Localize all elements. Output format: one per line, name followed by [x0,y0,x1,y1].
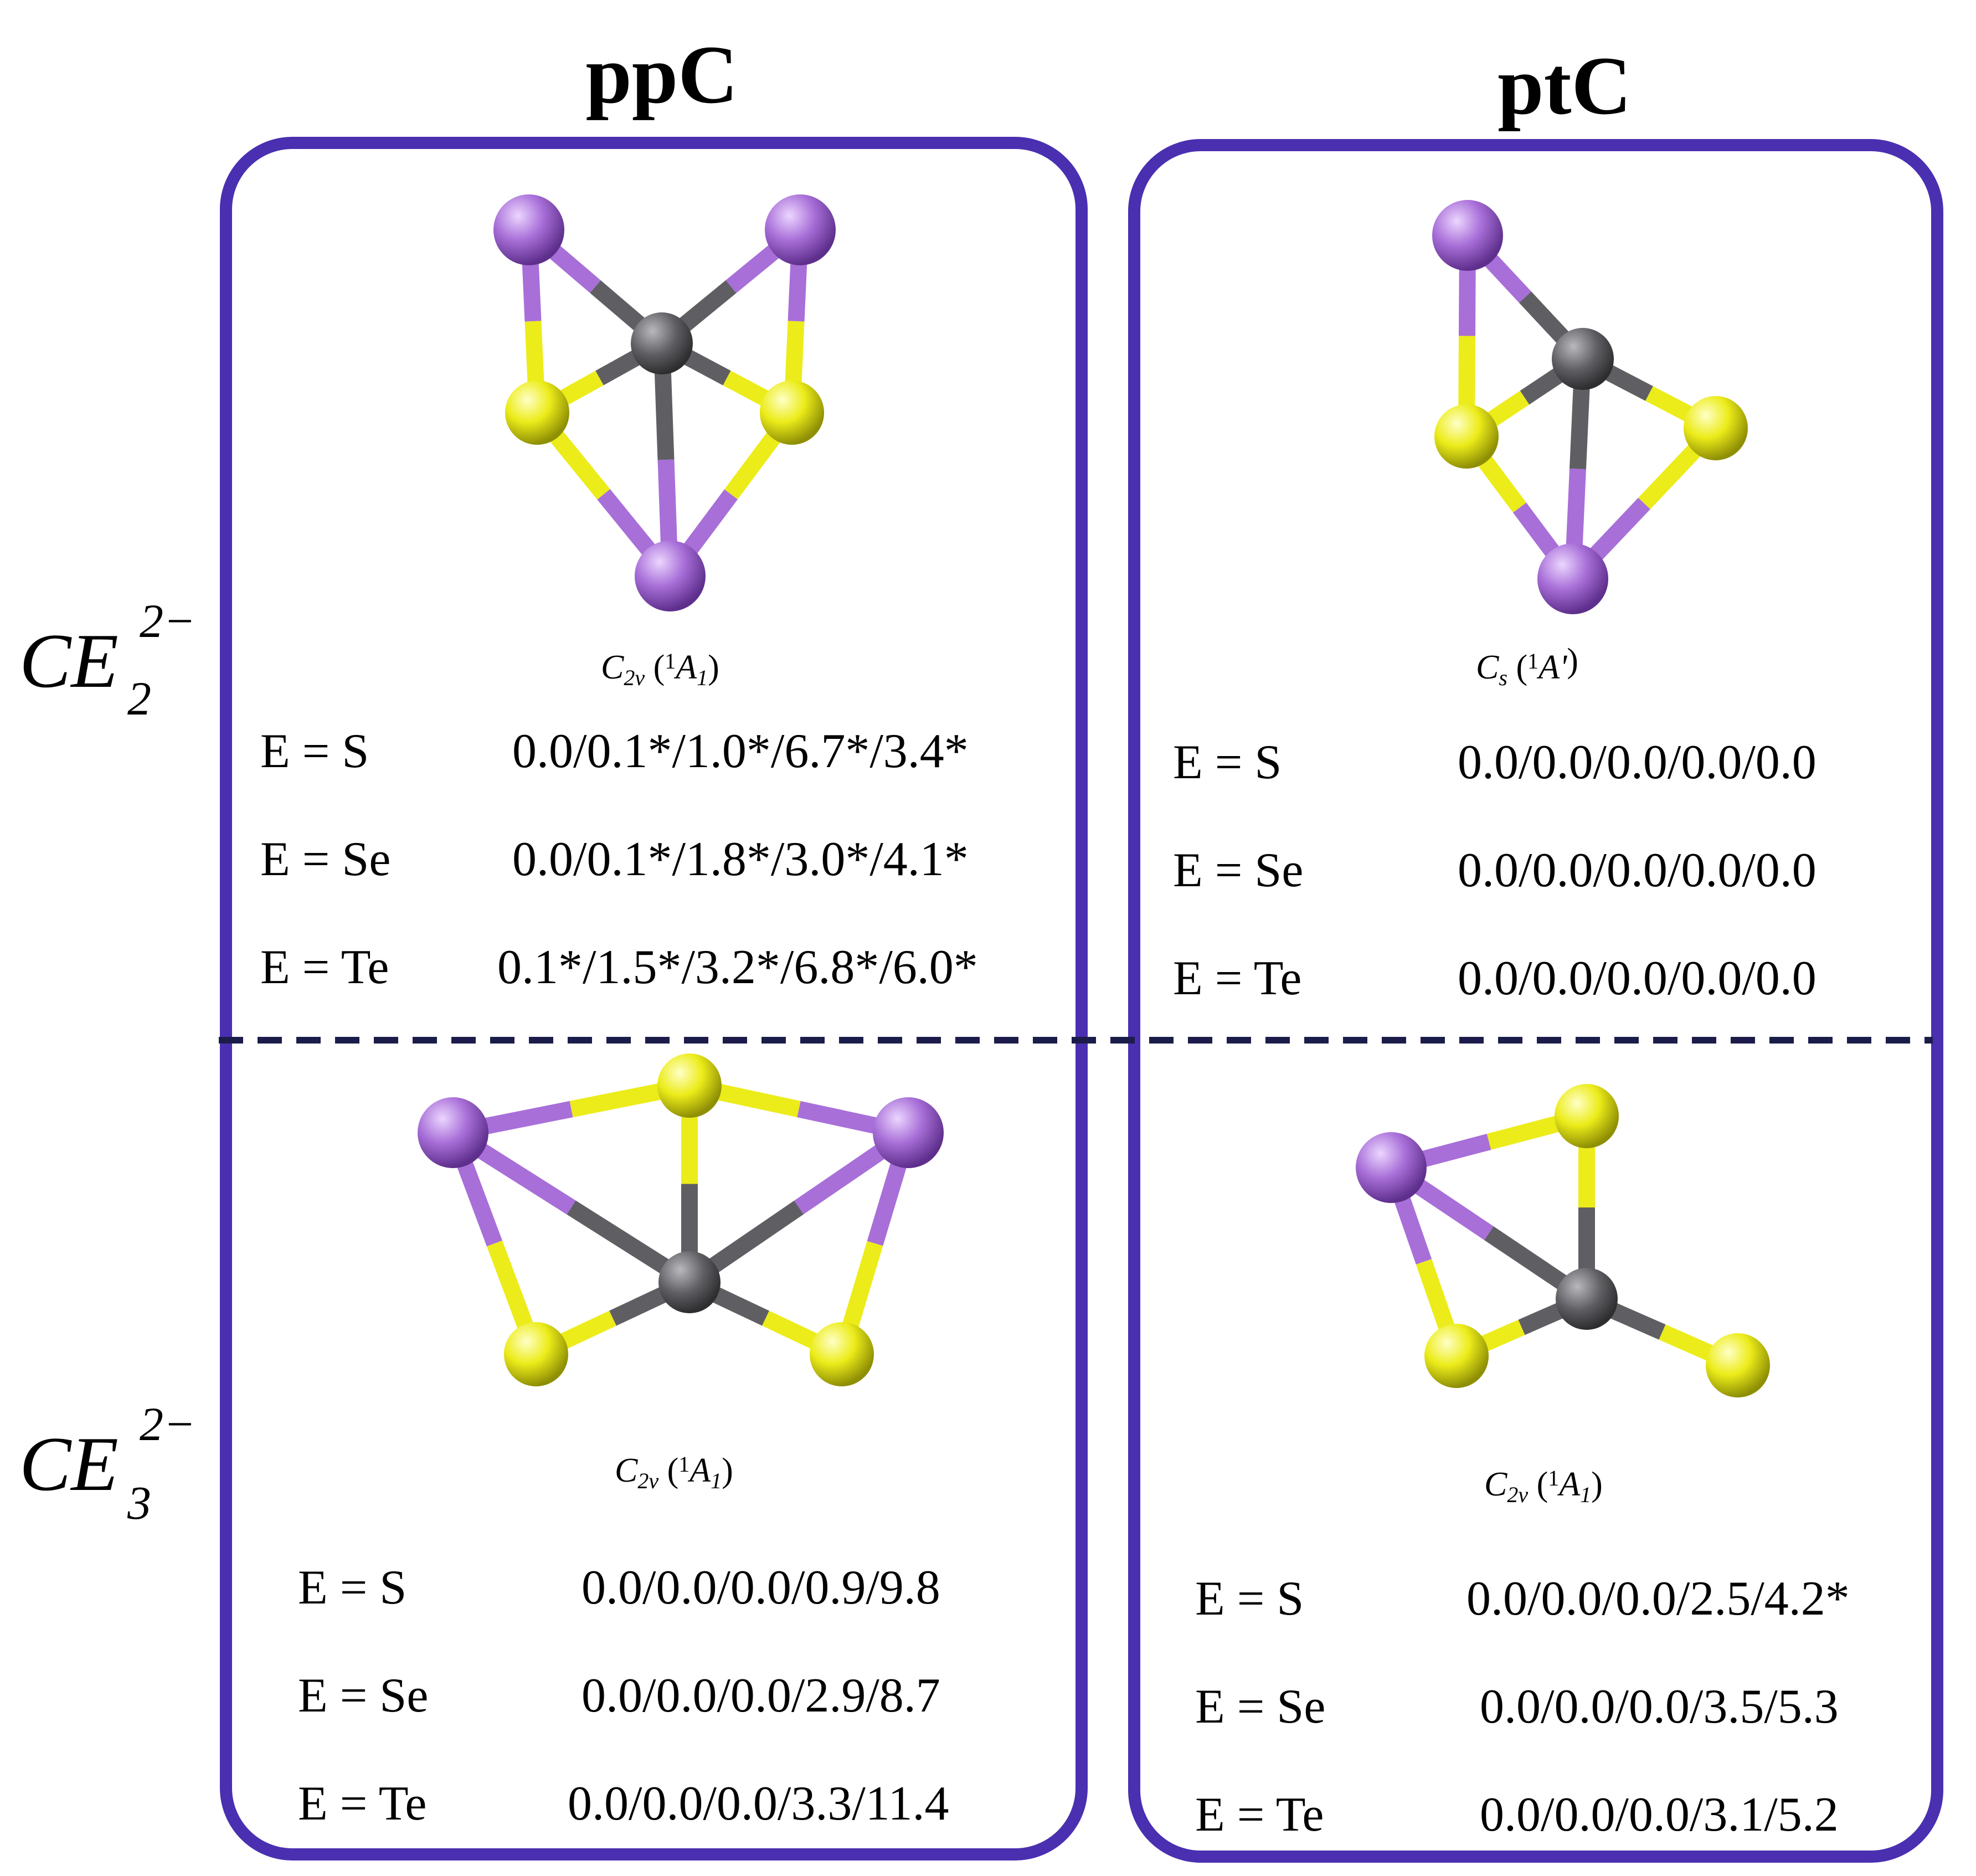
molecule-ppc-ce3 [418,1053,944,1386]
molecule-ppc-ce2 [493,194,836,611]
row-label-ce2: CE 2− 2 [19,594,195,725]
energy-value: 0.0/0.0/0.0/0.9/9.8 [582,1561,940,1615]
panel-frame-ppc [220,137,1088,1860]
energy-value: 0.0/0.1*/1.0*/6.7*/3.4* [512,724,969,778]
chalcogen-atom [1555,1084,1619,1148]
alkali-atom [1432,200,1503,271]
alkali-atom [1537,543,1608,614]
energy-label: E = Te [1173,952,1301,1005]
carbon-atom [1556,1268,1618,1330]
energy-label: E = S [1195,1572,1304,1626]
energy-table-ptc-ce3: E = S 0.0/0.0/0.0/2.5/4.2* E = Se 0.0/0.… [1195,1572,1850,1842]
energy-table-ptc-ce2: E = S 0.0/0.0/0.0/0.0/0.0 E = Se 0.0/0.0… [1173,736,1817,1005]
energy-value: 0.1*/1.5*/3.2*/6.8*/6.0* [497,940,978,994]
energy-table-ppc-ce2: E = S 0.0/0.1*/1.0*/6.7*/3.4* E = Se 0.0… [260,724,978,994]
energy-value: 0.0/0.0/0.0/2.9/8.7 [582,1669,940,1723]
energy-label: E = Te [298,1777,426,1831]
energy-value: 0.0/0.0/0.0/3.3/11.4 [568,1777,949,1831]
energy-value: 0.0/0.0/0.0/0.0/0.0 [1458,952,1817,1005]
energy-label: E = S [1173,736,1282,789]
chalcogen-atom [505,381,569,445]
energy-label: E = Se [1195,1680,1325,1734]
symmetry-label-ptc-ce3: C2v (1A1) [1484,1466,1603,1507]
chalcogen-atom [1706,1333,1770,1397]
carbon-atom [1552,328,1614,390]
alkali-atom [635,541,706,611]
carbon-atom [631,312,693,374]
chalcogen-atom [1434,404,1499,469]
alkali-atom [418,1097,488,1168]
energy-label: E = Te [260,940,389,994]
svg-text:CE: CE [19,1421,119,1507]
symmetry-label-ppc-ce3: C2v (1A1) [615,1452,733,1493]
energy-value: 0.0/0.0/0.0/2.5/4.2* [1466,1572,1850,1626]
energy-value: 0.0/0.1*/1.8*/3.0*/4.1* [512,832,969,886]
svg-text:3: 3 [127,1476,151,1529]
energy-value: 0.0/0.0/0.0/0.0/0.0 [1458,736,1817,789]
energy-value: 0.0/0.0/0.0/0.0/0.0 [1458,844,1817,897]
svg-text:2: 2 [127,672,151,725]
svg-text:2−: 2− [140,1397,195,1451]
alkali-atom [873,1097,944,1168]
energy-label: E = S [298,1561,406,1615]
chalcogen-atom [1424,1324,1489,1388]
symmetry-label-ptc-ce2: Cs (1A') [1476,642,1578,690]
chalcogen-atom [1684,396,1748,460]
molecule-ptc-ce3 [1356,1084,1770,1397]
energy-label: E = S [260,724,369,778]
carbon-atom [658,1251,721,1313]
energy-value: 0.0/0.0/0.0/3.1/5.2 [1480,1788,1839,1842]
column-title-ptc: ptC [1498,40,1632,132]
chalcogen-atom [810,1322,874,1386]
svg-text:CE: CE [19,618,119,704]
chalcogen-atom [504,1322,568,1386]
energy-label: E = Se [1173,844,1303,897]
energy-value: 0.0/0.0/0.0/3.5/5.3 [1480,1680,1839,1734]
energy-label: E = Se [260,832,390,886]
alkali-atom [493,194,564,265]
molecule-ptc-ce2 [1432,200,1748,614]
energy-table-ppc-ce3: E = S 0.0/0.0/0.0/0.9/9.8 E = Se 0.0/0.0… [298,1561,949,1831]
alkali-atom [1356,1132,1427,1203]
svg-text:2−: 2− [140,594,195,647]
panel-frame-ptc [1128,139,1943,1863]
column-title-ppc: ppC [585,29,738,121]
chalcogen-atom [760,381,824,445]
row-label-ce3: CE 2− 3 [19,1397,195,1529]
chalcogen-atom [657,1053,722,1118]
energy-label: E = Te [1195,1788,1324,1842]
alkali-atom [765,194,836,265]
energy-label: E = Se [298,1669,428,1723]
symmetry-label-ppc-ce2: C2v (1A1) [601,649,719,690]
